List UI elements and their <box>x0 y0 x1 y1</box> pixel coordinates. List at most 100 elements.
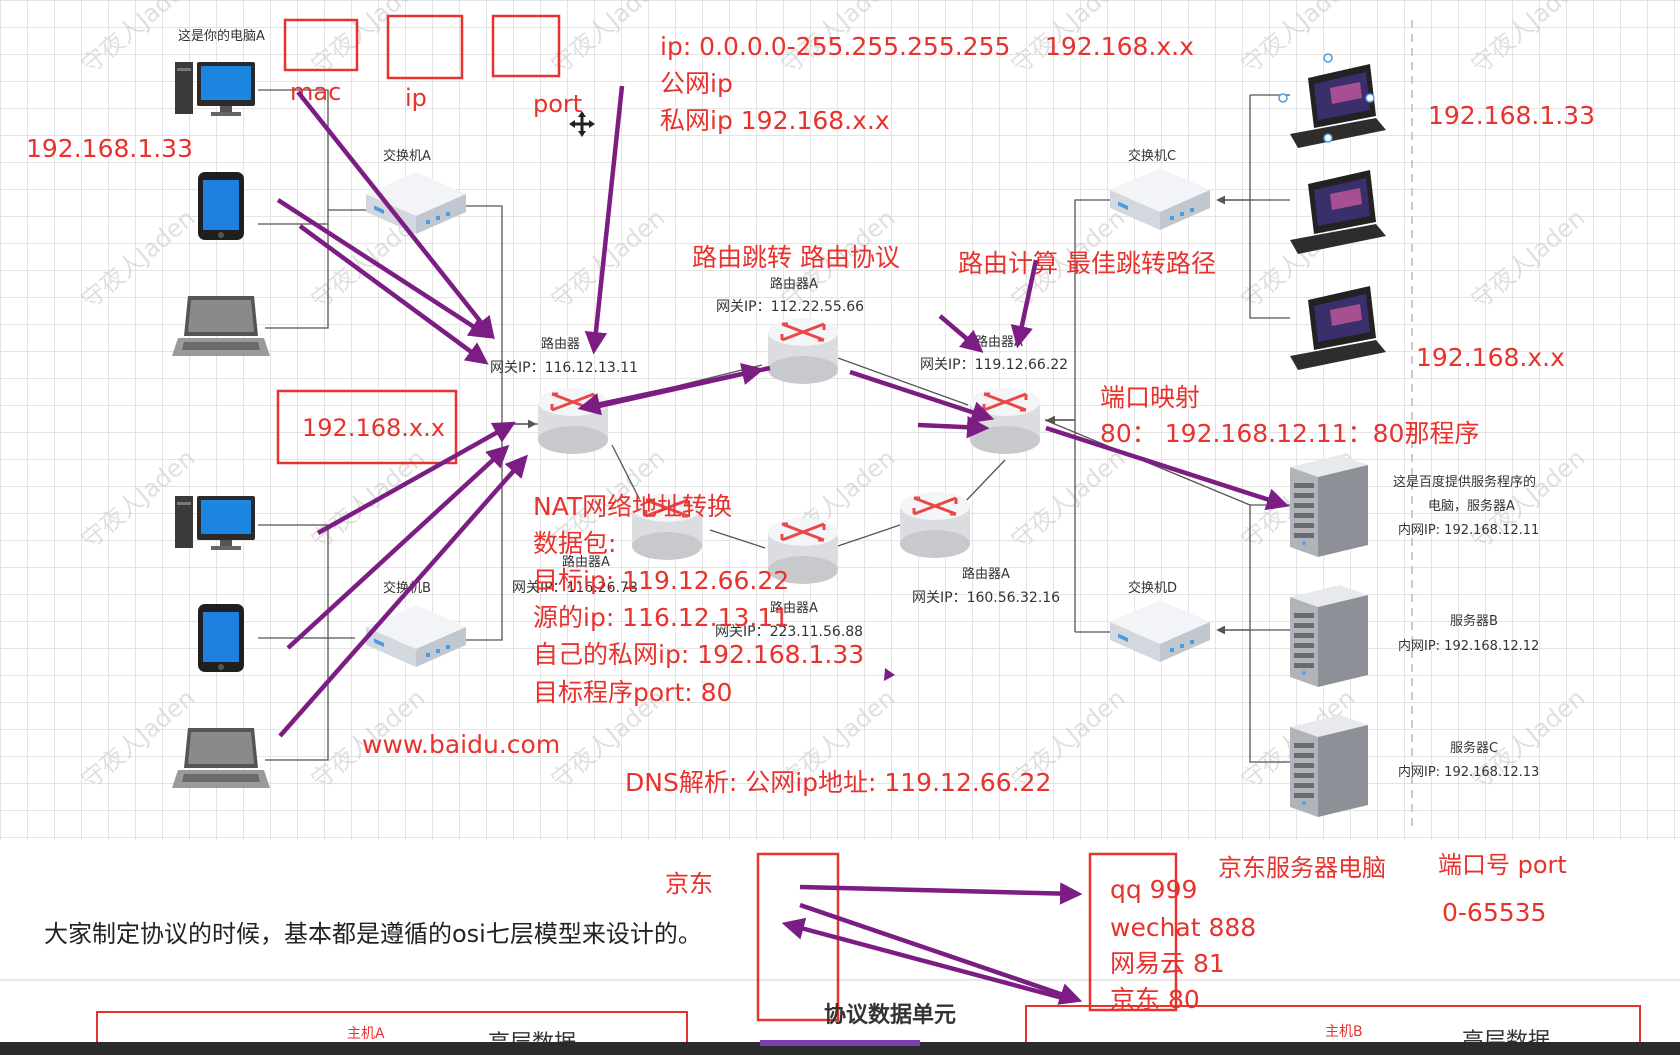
apps-box <box>1088 852 1178 1012</box>
router-bottom-left-name: 路由器A <box>562 554 610 570</box>
switch-a-label: 交换机A <box>383 148 431 164</box>
laptop-icon <box>172 728 270 788</box>
osi-note: 大家制定协议的时候，基本都是遵循的osi七层模型来设计的。 <box>44 920 702 948</box>
ip-label: ip <box>405 84 427 112</box>
device-labels: 这是你的电脑A 交换机A 交换机B 交换机C 交换机D 路由器 网关IP：116… <box>178 28 1539 780</box>
port-mapping-detail: 80： 192.168.12.11：80那程序 <box>1100 419 1479 448</box>
laptop-icon <box>172 296 270 356</box>
port-range-label: 0-65535 <box>1442 898 1546 927</box>
dest-port-text: 目标程序port: 80 <box>533 678 732 707</box>
local-range-label: 192.168.x.x <box>302 414 445 442</box>
port-box <box>491 14 561 78</box>
port-label: port <box>533 90 582 118</box>
progress-accent <box>760 1040 920 1046</box>
router-top-icon[interactable] <box>766 316 840 386</box>
router-right-name: 路由器A <box>975 334 1023 350</box>
header-boxes <box>276 14 561 465</box>
port-mapping-text: 端口映射 <box>1100 383 1200 412</box>
router-top-name: 路由器A <box>770 276 818 292</box>
server-a-icon <box>1290 455 1368 557</box>
mac-label: mac <box>290 78 341 106</box>
router-top-ip: 网关IP：112.22.55.66 <box>716 299 864 315</box>
server-c-name: 服务器C <box>1450 740 1498 756</box>
packet-text: 数据包: <box>533 529 616 558</box>
app-entry: 网易云 81 <box>1110 949 1225 978</box>
dns-text: DNS解析: 公网ip地址: 119.12.66.22 <box>625 768 1051 797</box>
switch-b-icon <box>366 605 466 667</box>
server-a-ip: 内网IP: 192.168.12.11 <box>1398 522 1539 538</box>
switch-a-icon <box>366 172 466 234</box>
server-c-ip: 内网IP: 192.168.12.13 <box>1398 764 1539 780</box>
right-mid-ip-text: 192.168.x.x <box>1416 343 1565 372</box>
switch-c-label: 交换机C <box>1128 148 1176 164</box>
mac-box <box>283 18 359 72</box>
router-main-ip: 网关IP：116.12.13.11 <box>490 360 638 376</box>
server-a-desc-2: 电脑，服务器A <box>1428 498 1515 514</box>
app-entry: qq 999 <box>1110 875 1197 904</box>
desktop-pc-icon <box>175 496 255 550</box>
lower-purple-arrows <box>781 882 1083 1005</box>
laptop-dark-icon <box>1290 64 1386 148</box>
left-ip-label: 192.168.1.33 <box>26 134 193 163</box>
server-c-icon <box>1290 715 1368 817</box>
public-ip-text: 公网ip <box>660 69 733 98</box>
ip-box <box>386 14 464 80</box>
router-right-icon[interactable] <box>968 386 1042 456</box>
app-entry: 京东 80 <box>1110 985 1200 1014</box>
server-b-icon <box>1290 585 1368 687</box>
nat-text: NAT网络地址转换 <box>533 492 732 521</box>
grid-background <box>0 0 1680 840</box>
router-main-icon[interactable] <box>536 386 610 456</box>
selection-handle <box>1278 93 1288 103</box>
laptop-dark-icon <box>1290 170 1386 254</box>
ip-range-text: ip: 0.0.0.0-255.255.255.255 <box>660 32 1010 61</box>
watermark: 守夜人Jaden <box>546 0 670 80</box>
router-bottom-mid-ip: 网关IP：223.11.56.88 <box>715 624 863 640</box>
small-arrow-tip <box>884 668 895 681</box>
routing-jump-text: 路由跳转 路由协议 <box>692 243 900 272</box>
watermark: 守夜人Jaden <box>306 444 430 555</box>
pdu-label: 协议数据单元 <box>824 1002 956 1028</box>
router-bottom-mid-name: 路由器A <box>770 600 818 616</box>
host-b-box <box>1025 1005 1641 1055</box>
jd-label: 京东 <box>665 870 713 898</box>
dest-ip-text: 目标ip: 119.12.66.22 <box>533 566 789 595</box>
switch-d-label: 交换机D <box>1128 580 1177 596</box>
jd-server-label: 京东服务器电脑 <box>1218 854 1386 882</box>
bottom-taskbar-strip <box>0 1042 1680 1055</box>
own-private-ip-text: 自己的私网ip: 192.168.1.33 <box>533 640 864 669</box>
purple-arrows <box>276 85 1290 738</box>
apps-list: qq 999 wechat 888 网易云 81 京东 80 <box>1110 875 1256 1014</box>
host-a-label: 主机A <box>347 1026 385 1042</box>
baidu-url-text: www.baidu.com <box>362 730 560 759</box>
move-cursor-icon <box>569 111 595 137</box>
laptop-dark-icon <box>1290 286 1386 370</box>
your-pc-label: 这是你的电脑A <box>178 28 265 44</box>
router-bottom-right-icon[interactable] <box>898 490 972 560</box>
right-top-ip-text: 192.168.1.33 <box>1428 101 1595 130</box>
app-entry: wechat 888 <box>1110 913 1256 942</box>
router-right-ip: 网关IP：119.12.66.22 <box>920 357 1068 373</box>
watermark: 守夜人Jaden <box>1466 0 1590 80</box>
watermark: 守夜人Jaden <box>1006 444 1130 555</box>
tablet-icon <box>198 172 244 240</box>
router-bottom-left-ip: 网关IP：116.26.78 <box>512 580 638 596</box>
watermark: 守夜人Jaden <box>76 204 200 315</box>
src-ip-text: 源的ip: 116.12.13.11 <box>533 603 789 632</box>
local-range-box <box>276 389 458 465</box>
watermark: 守夜人Jaden <box>1466 204 1590 315</box>
router-main-name: 路由器 <box>541 336 580 352</box>
switch-b-label: 交换机B <box>383 580 431 596</box>
host-b-label: 主机B <box>1325 1024 1363 1040</box>
watermark: 守夜人Jaden <box>1236 0 1360 80</box>
ip-range-private-text: 192.168.x.x <box>1045 32 1194 61</box>
server-a-desc-1: 这是百度提供服务程序的 <box>1393 474 1536 490</box>
server-b-ip: 内网IP: 192.168.12.12 <box>1398 638 1539 654</box>
selection-handle <box>1323 53 1333 63</box>
port-number-label: 端口号 port <box>1438 851 1567 879</box>
routing-calc-text: 路由计算 最佳跳转路径 <box>958 249 1216 278</box>
router-bottom-right-ip: 网关IP：160.56.32.16 <box>912 590 1060 606</box>
tablet-icon <box>198 604 244 672</box>
